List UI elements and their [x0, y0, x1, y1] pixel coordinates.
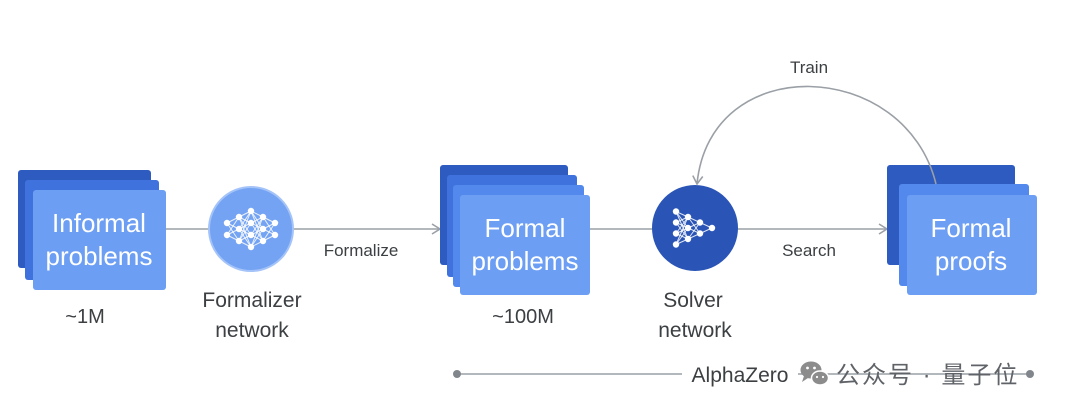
informal-problems-stack: Informal problems — [18, 170, 166, 290]
card-front — [33, 190, 166, 290]
icon-edge — [250, 216, 264, 236]
watermark-text: 公众号 · 量子位 — [836, 362, 1019, 389]
icon-node — [684, 224, 692, 232]
formalizer-network-node — [208, 186, 294, 272]
card-front — [907, 195, 1037, 295]
search-label: Search — [782, 241, 836, 260]
formal-proofs-stack: Formal proofs — [887, 165, 1037, 295]
icon-node — [708, 224, 716, 232]
icon-edge — [675, 216, 689, 245]
solver-label-line-1: Solver — [663, 289, 723, 312]
formal-problems-stack: Formal problems — [440, 165, 590, 295]
informal-problems-count: ~1M — [65, 306, 104, 328]
alphazero-label: AlphaZero — [692, 364, 789, 387]
card-title-line-1: Informal — [52, 208, 146, 238]
card-title-line-2: problems — [472, 246, 579, 276]
icon-edge — [250, 228, 264, 248]
icon-node — [672, 230, 680, 237]
span-end-dot — [1026, 370, 1034, 378]
span-label-background — [682, 360, 798, 390]
icon-node — [259, 237, 267, 245]
card-front — [460, 195, 590, 295]
formalizer-label-line-2: network — [215, 319, 289, 342]
icon-edge — [687, 222, 701, 240]
icon-edge — [226, 216, 240, 236]
formal-problems-count: ~100M — [492, 306, 554, 328]
icon-edge — [262, 222, 276, 242]
icon-node — [235, 213, 243, 221]
icon-edge — [238, 222, 252, 242]
icon-node — [223, 231, 231, 239]
solver-label-line-2: network — [658, 319, 732, 342]
card-title-line-2: proofs — [935, 246, 1007, 276]
icon-node — [259, 225, 267, 233]
watermark: 公众号 · 量子位 — [800, 361, 1019, 389]
card-title-line-1: Formal — [931, 213, 1012, 243]
icon-node — [247, 219, 255, 227]
icon-node — [672, 208, 680, 215]
solver-circle — [652, 185, 738, 271]
formalizer-circle — [208, 186, 294, 272]
icon-node — [247, 243, 255, 251]
neural-network-icon — [223, 207, 279, 251]
icon-node — [271, 231, 279, 239]
train-arrow — [692, 85, 937, 186]
formalize-label: Formalize — [324, 241, 399, 260]
train-label: Train — [790, 58, 828, 77]
icon-node — [672, 241, 680, 248]
card-title-line-2: problems — [46, 241, 153, 271]
icon-node — [696, 230, 704, 237]
alphazero-span: AlphaZero — [453, 360, 1034, 390]
neural-network-play-icon — [672, 208, 716, 248]
icon-node — [684, 213, 692, 221]
wechat-icon — [800, 361, 830, 386]
icon-node — [247, 231, 255, 239]
icon-edge — [675, 216, 689, 234]
icon-node — [235, 237, 243, 245]
icon-node — [235, 225, 243, 233]
icon-node — [223, 219, 231, 227]
icon-node — [271, 219, 279, 227]
icon-edge — [238, 210, 252, 242]
icon-edge — [250, 216, 264, 248]
icon-node — [696, 219, 704, 226]
formalizer-label-line-1: Formalizer — [202, 289, 301, 312]
span-start-dot — [453, 370, 461, 378]
icon-edge — [675, 227, 689, 245]
icon-node — [672, 219, 680, 226]
icon-node — [247, 207, 255, 215]
solver-network-node — [652, 185, 738, 271]
icon-node — [259, 213, 267, 221]
icon-edge — [238, 210, 252, 230]
icon-node — [684, 235, 692, 243]
card-title-line-1: Formal — [485, 213, 566, 243]
